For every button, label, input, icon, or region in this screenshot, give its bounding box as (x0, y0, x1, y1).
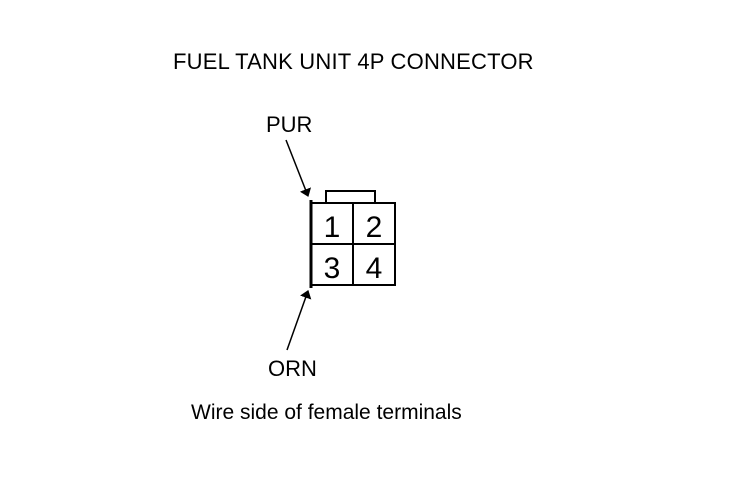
wire-label-pur: PUR (266, 112, 313, 137)
terminal-2: 2 (366, 211, 383, 244)
diagram-caption: Wire side of female terminals (191, 401, 462, 424)
orn-leader-arrow (286, 290, 312, 351)
wire-label-orn: ORN (268, 356, 317, 381)
diagram-title: FUEL TANK UNIT 4P CONNECTOR (173, 49, 534, 74)
terminal-3: 3 (324, 252, 341, 285)
terminal-4: 4 (366, 252, 383, 285)
terminal-1: 1 (324, 211, 341, 244)
pur-leader-arrow (285, 139, 312, 197)
connector-lock-tab (325, 190, 376, 203)
